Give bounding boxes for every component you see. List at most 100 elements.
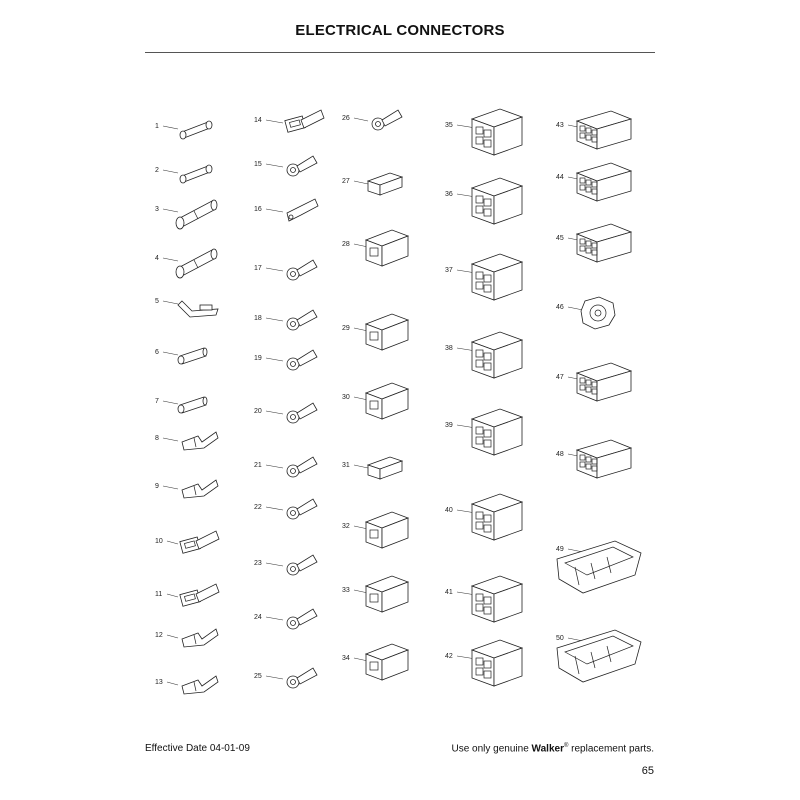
connector-part-44: 44 — [556, 162, 633, 202]
part-number-label: 11 — [155, 591, 162, 598]
ring-shape — [296, 349, 318, 367]
part-number-label: 12 — [155, 632, 163, 639]
fork-shape — [288, 214, 294, 220]
ring-shape — [296, 608, 318, 626]
part-number-label: 47 — [556, 374, 564, 381]
flag-shape — [199, 304, 213, 311]
housing2-shape — [369, 529, 379, 539]
part-number-label: 25 — [254, 673, 262, 680]
leader-line — [265, 357, 284, 362]
multi-shape — [591, 381, 598, 388]
part-number-label: 10 — [155, 538, 163, 545]
female-shape — [195, 583, 220, 603]
connector-part-34: 34 — [342, 643, 410, 681]
multi-shape — [585, 240, 592, 247]
ring-shape — [290, 414, 296, 420]
housing2-shape — [369, 247, 379, 257]
ring-shape — [296, 309, 318, 327]
part-number-label: 2 — [155, 167, 159, 174]
butt-shape — [193, 259, 199, 269]
leader-line — [162, 208, 179, 213]
multi-shape — [591, 242, 598, 249]
multi-shape — [585, 386, 592, 393]
block-shape — [475, 349, 484, 358]
spade-shape — [193, 681, 197, 692]
part-number-label: 26 — [342, 115, 350, 122]
sealed-shape — [556, 540, 642, 594]
multi-shape — [579, 377, 586, 384]
block-shape — [483, 208, 492, 217]
part-number-label: 7 — [155, 398, 159, 405]
butt-shape — [175, 216, 185, 230]
multi-shape — [591, 181, 598, 188]
multi-shape — [579, 461, 586, 468]
multi-shape — [591, 465, 598, 472]
round-shape — [594, 309, 602, 317]
connector-part-9: 9 — [155, 479, 219, 499]
block-shape — [493, 501, 523, 541]
sealed-shape — [564, 546, 634, 576]
multi-shape — [579, 238, 586, 245]
ring-shape — [296, 402, 318, 420]
part-number-label: 44 — [556, 174, 564, 181]
part-number-label: 39 — [445, 422, 453, 429]
block-shape — [493, 116, 523, 156]
part-number-label: 3 — [155, 206, 159, 213]
connector-part-37: 37 — [445, 253, 524, 301]
bullet-shape — [177, 355, 185, 365]
housing2-shape — [369, 593, 379, 603]
connector-part-26: 26 — [342, 109, 403, 131]
leader-line — [265, 464, 284, 469]
part-number-label: 48 — [556, 451, 564, 458]
connector-part-43: 43 — [556, 110, 633, 150]
part-number-label: 6 — [155, 349, 159, 356]
housing1-shape — [379, 176, 403, 196]
ring-shape — [296, 456, 318, 474]
ring-shape — [290, 321, 296, 327]
connector-part-7: 7 — [155, 396, 208, 414]
leader-line — [265, 267, 284, 272]
flag-shape — [177, 300, 219, 318]
block-shape — [483, 352, 492, 361]
part-number-label: 36 — [445, 191, 453, 198]
part-number-label: 4 — [155, 255, 159, 262]
connector-part-25: 25 — [254, 667, 318, 689]
part-number-label: 30 — [342, 394, 350, 401]
part-number-label: 21 — [254, 462, 262, 469]
connector-part-32: 32 — [342, 511, 410, 549]
multi-shape — [591, 129, 598, 136]
connector-part-1: 1 — [155, 120, 213, 140]
part-number-label: 17 — [254, 265, 262, 272]
part-number-label: 50 — [556, 635, 564, 642]
connector-part-15: 15 — [254, 155, 318, 177]
connector-part-27: 27 — [342, 172, 404, 196]
multi-shape — [585, 463, 592, 470]
block-shape — [475, 126, 484, 135]
ring-shape — [290, 566, 296, 572]
multi-shape — [579, 132, 586, 139]
multi-shape — [579, 384, 586, 391]
block-shape — [493, 416, 523, 456]
block-shape — [493, 185, 523, 225]
female-shape — [184, 540, 196, 549]
block-shape — [475, 359, 484, 368]
female-shape — [300, 109, 325, 129]
block-shape — [483, 514, 492, 523]
part-number-label: 24 — [254, 614, 262, 621]
leader-line — [567, 306, 584, 311]
leader-line — [265, 163, 284, 168]
part-number-label: 22 — [254, 504, 262, 511]
ring-shape — [296, 498, 318, 516]
sealed-shape — [606, 645, 612, 663]
part-number-label: 35 — [445, 122, 453, 129]
part-number-label: 34 — [342, 655, 350, 662]
connector-part-29: 29 — [342, 313, 410, 351]
connector-part-39: 39 — [445, 408, 524, 456]
connector-part-10: 10 — [155, 530, 220, 554]
connector-part-14: 14 — [254, 109, 325, 133]
leader-line — [353, 117, 369, 122]
part-number-label: 49 — [556, 546, 564, 553]
multi-shape — [585, 127, 592, 134]
ring-shape — [290, 167, 296, 173]
connector-part-47: 47 — [556, 362, 633, 402]
